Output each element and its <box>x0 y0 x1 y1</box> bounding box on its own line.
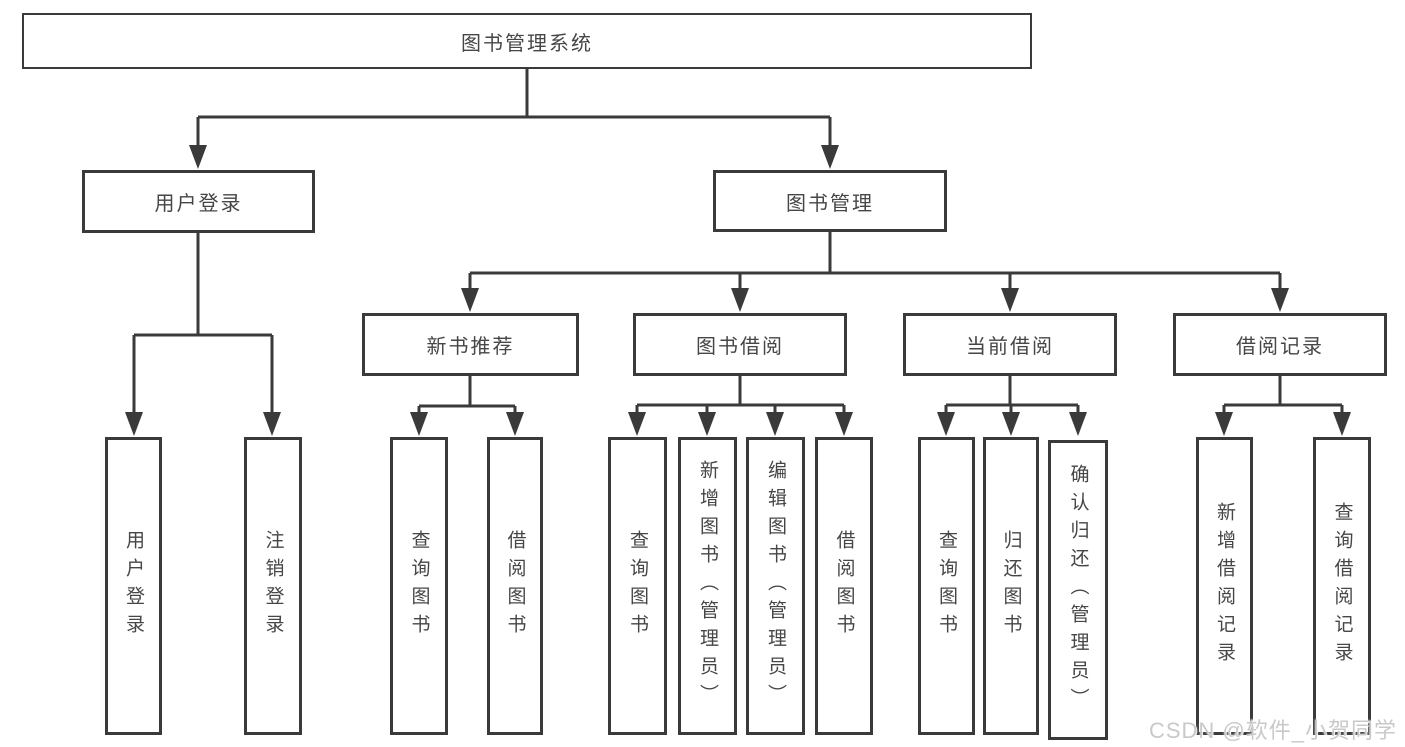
leaf-query-book-recommend: 查询图书 <box>390 437 448 735</box>
leaf-add-book-admin-label: 新增图书（管理员） <box>697 460 718 712</box>
csdn-watermark: CSDN @软件_小贺同学 <box>1148 718 1397 743</box>
leaf-add-borrow-record-label: 新增借阅记录 <box>1214 502 1235 670</box>
node-current-borrow: 当前借阅 <box>903 313 1117 376</box>
node-library-system: 图书管理系统 <box>22 13 1032 69</box>
leaf-borrow-book-recommend-label: 借阅图书 <box>504 530 526 642</box>
node-book-borrow: 图书借阅 <box>633 313 847 376</box>
leaf-query-book-borrow-label: 查询图书 <box>627 530 648 642</box>
node-library-system-label: 图书管理系统 <box>461 32 593 55</box>
leaf-borrow-book-label: 借阅图书 <box>833 530 855 642</box>
node-current-borrow-label: 当前借阅 <box>966 336 1054 358</box>
node-user-login-branch-label: 用户登录 <box>154 193 243 215</box>
leaf-query-book-current-label: 查询图书 <box>936 530 957 642</box>
leaf-query-book-borrow: 查询图书 <box>608 437 667 735</box>
leaf-query-borrow-record: 查询借阅记录 <box>1313 437 1371 735</box>
leaf-borrow-book: 借阅图书 <box>815 437 873 735</box>
leaf-return-book: 归还图书 <box>983 437 1039 735</box>
leaf-add-book-admin: 新增图书（管理员） <box>678 437 737 735</box>
node-borrow-records-label: 借阅记录 <box>1236 336 1324 358</box>
leaf-edit-book-admin-label: 编辑图书（管理员） <box>765 460 786 712</box>
leaf-query-book-current: 查询图书 <box>918 437 975 735</box>
leaf-edit-book-admin: 编辑图书（管理员） <box>746 437 805 735</box>
leaf-return-book-label: 归还图书 <box>1000 530 1022 642</box>
node-borrow-records: 借阅记录 <box>1173 313 1387 376</box>
node-book-management-label: 图书管理 <box>786 192 874 215</box>
leaf-add-borrow-record: 新增借阅记录 <box>1196 437 1253 735</box>
leaf-confirm-return-admin-label: 确认归还（管理员） <box>1067 464 1089 716</box>
leaf-user-login: 用户登录 <box>105 437 162 735</box>
node-book-borrow-label: 图书借阅 <box>696 336 784 358</box>
node-user-login-branch: 用户登录 <box>82 170 315 233</box>
leaf-confirm-return-admin: 确认归还（管理员） <box>1048 440 1108 740</box>
leaf-query-book-recommend-label: 查询图书 <box>408 530 430 642</box>
leaf-borrow-book-recommend: 借阅图书 <box>487 437 543 735</box>
node-new-book-recommend: 新书推荐 <box>362 313 579 376</box>
arrowheads <box>125 145 1351 436</box>
leaf-query-borrow-record-label: 查询借阅记录 <box>1331 502 1353 670</box>
leaf-user-login-label: 用户登录 <box>123 530 144 642</box>
node-new-book-recommend-label: 新书推荐 <box>426 336 515 358</box>
leaf-logout: 注销登录 <box>244 437 302 735</box>
leaf-logout-label: 注销登录 <box>262 530 284 642</box>
node-book-management: 图书管理 <box>713 170 947 232</box>
